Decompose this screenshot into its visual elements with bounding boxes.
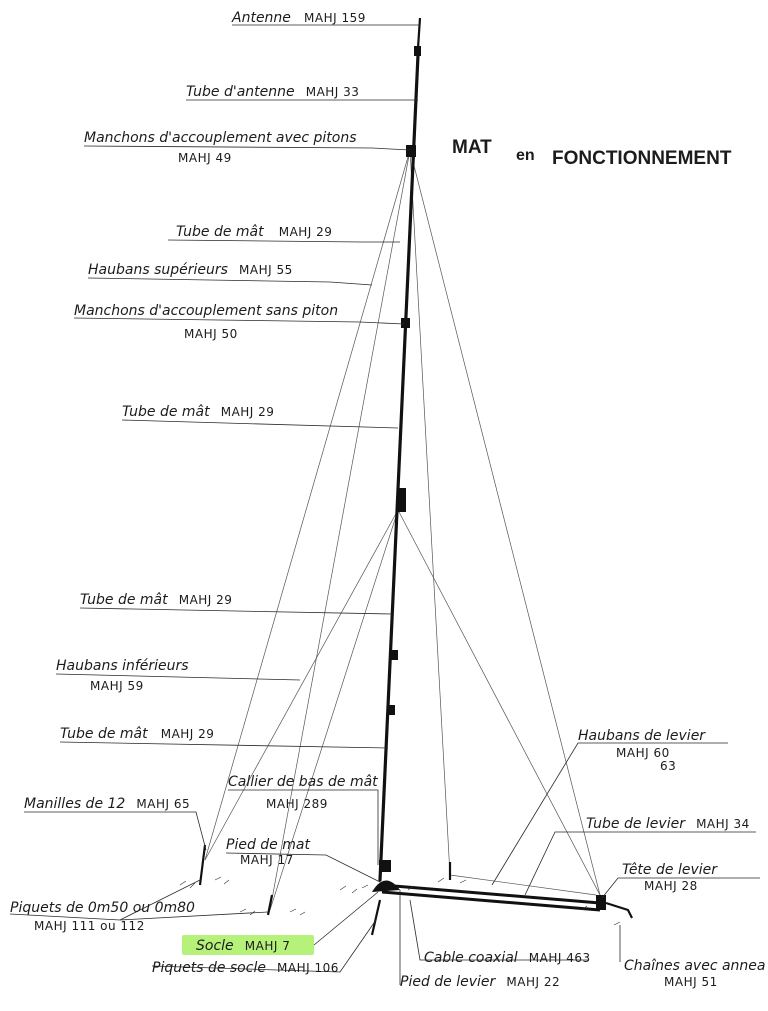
leader-pied-mat [225, 852, 381, 883]
label-chaines: Chaînes avec annea [624, 958, 766, 974]
leader-manchons-pitons [83, 145, 411, 151]
upper-guy-left-outer [204, 149, 411, 861]
label-tube-mat-3: Tube de mât MAHJ 29 [80, 589, 232, 608]
antenna-base [414, 46, 421, 56]
chain [605, 901, 633, 919]
title-word-mat: MAT [452, 137, 492, 158]
guy-wires [204, 149, 601, 911]
label-tube-antenne: Tube d'antenne MAHJ 33 [186, 81, 359, 100]
label-tube-mat-2: Tube de mât MAHJ 29 [122, 401, 274, 420]
leader-haubans-levier [491, 742, 728, 886]
label-pied-mat: Pied de mat [226, 837, 310, 853]
mast-tube [378, 53, 420, 882]
code-tete-levier: MAHJ 28 [644, 879, 698, 893]
label-piquets-socle: Piquets de socle MAHJ 106 [152, 957, 339, 976]
lever-guy [449, 874, 597, 896]
socle-stake [370, 899, 382, 936]
code-haubans-levier-alt: 63 [660, 759, 676, 773]
label-antenne: Antenne MAHJ 159 [231, 7, 366, 26]
title-word-fonctionnement: FONCTIONNEMENT [552, 148, 732, 169]
antenna-rod [416, 17, 422, 49]
code-piquets-080: MAHJ 111 ou 112 [34, 919, 145, 933]
label-pied-levier: Pied de levier MAHJ 22 [400, 971, 560, 990]
coupling-with-pitons [406, 145, 416, 157]
leader-tube-levier [524, 831, 756, 896]
upper-guy-left-inner [269, 149, 411, 911]
leader-lines [9, 24, 760, 985]
socle-base [372, 880, 400, 892]
leader-tube-mat-2 [121, 419, 399, 429]
title-word-en: en [516, 147, 535, 164]
ground-inner [239, 908, 306, 916]
label-cable: Cable coaxial MAHJ 463 [424, 947, 591, 966]
stake-left-outer [198, 844, 207, 886]
lever-assembly [198, 844, 633, 936]
leader-piquets-socle [151, 919, 377, 973]
label-tube-mat-1: Tube de mât MAHJ 29 [176, 221, 332, 240]
leader-haubans-sup [87, 277, 373, 286]
code-manchons-sans: MAHJ 50 [184, 327, 238, 341]
leader-collier [228, 789, 379, 865]
ground-socle [339, 884, 415, 894]
leader-tube-mat-3 [79, 607, 393, 615]
coupling-4 [387, 705, 395, 715]
leader-socle [313, 891, 379, 946]
label-haubans-levier: Haubans de levier [578, 728, 706, 744]
label-manilles: Manilles de 12 MAHJ 65 [24, 793, 190, 812]
code-pied-mat: MAHJ 17 [240, 853, 294, 867]
code-haubans-inf: MAHJ 59 [90, 679, 144, 693]
coupling-3 [390, 650, 398, 660]
label-tube-mat-4: Tube de mât MAHJ 29 [60, 723, 214, 742]
part-labels: Antenne MAHJ 159 Tube d'antenne MAHJ 33 … [10, 7, 766, 990]
socle-highlight [182, 935, 314, 955]
lever-tube [381, 883, 601, 905]
label-manchons-pitons: Manchons d'accouplement avec pitons [84, 130, 357, 146]
label-haubans-sup: Haubans supérieurs MAHJ 55 [88, 259, 293, 278]
label-tete-levier: Tête de levier [622, 862, 718, 878]
ground-left [179, 876, 230, 889]
lever-head [596, 895, 606, 910]
leader-manchons-sans [73, 317, 405, 325]
leader-haubans-inf [55, 673, 301, 681]
lower-guy-right [397, 509, 601, 896]
diagram-title: MAT en FONCTIONNEMENT [452, 137, 732, 169]
ground-marks [179, 876, 621, 926]
label-socle: Socle MAHJ 7 [196, 935, 290, 954]
leader-tube-mat-1 [167, 239, 400, 243]
code-collier: MAHJ 289 [266, 797, 328, 811]
coupling-2 [397, 488, 406, 512]
code-manchons-pitons: MAHJ 49 [178, 151, 232, 165]
leader-manilles [24, 811, 207, 851]
label-haubans-inf: Haubans inférieurs [56, 658, 189, 674]
label-tube-levier: Tube de levier MAHJ 34 [586, 813, 750, 832]
upper-guy-right [409, 149, 601, 896]
leader-cable [409, 899, 588, 961]
lever-tube-lower [381, 890, 601, 912]
code-haubans-levier: MAHJ 60 [616, 746, 670, 760]
leader-tube-mat-4 [59, 741, 389, 749]
upper-guy-center [409, 149, 451, 876]
ground-right [437, 877, 621, 926]
mast-foot-collar [379, 860, 391, 872]
label-manchons-sans: Manchons d'accouplement sans piton [74, 303, 338, 319]
label-collier: Callier de bas de mât [228, 774, 378, 790]
leader-tete-levier [601, 877, 760, 899]
lower-guy-left-outer [204, 509, 399, 861]
mast [378, 17, 422, 882]
stake-left-inner [266, 894, 274, 916]
label-piquets-080: Piquets de 0m50 ou 0m80 [10, 900, 195, 916]
coupling-1 [401, 318, 410, 328]
code-chaines: MAHJ 51 [664, 975, 718, 989]
leader-piquets-080b [119, 911, 269, 921]
lower-guy-left-inner [269, 509, 399, 911]
